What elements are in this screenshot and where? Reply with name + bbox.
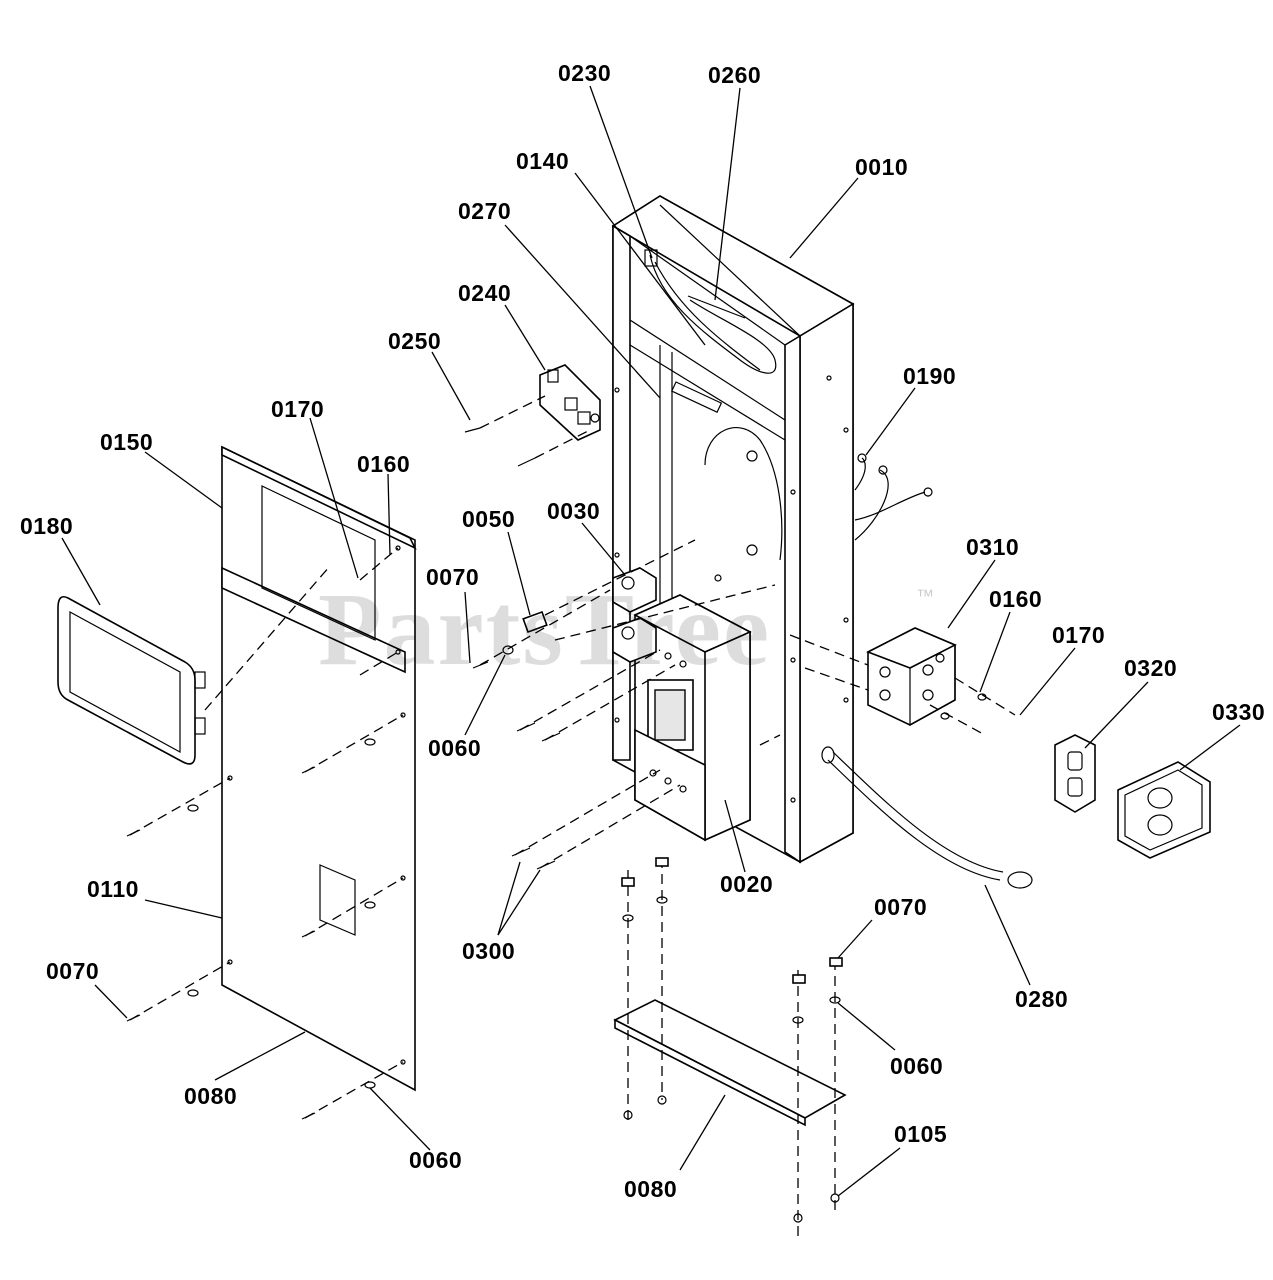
callout-0070c: 0070 [46, 958, 100, 984]
callout-0050: 0050 [462, 506, 516, 532]
callout-0280: 0280 [1015, 986, 1069, 1012]
bracket-0080 [613, 857, 847, 1240]
callout-0240: 0240 [458, 280, 512, 306]
door-panel-0110 [221, 445, 417, 1092]
receptacle-0320 [1054, 734, 1096, 813]
fasteners-door [126, 547, 404, 1120]
callout-0010: 0010 [855, 154, 909, 180]
callout-0060a: 0060 [428, 735, 482, 761]
callout-0160a: 0160 [357, 451, 411, 477]
connector-0240 [539, 364, 601, 441]
callout-0190: 0190 [903, 363, 957, 389]
callout-0110: 0110 [87, 876, 139, 902]
partstree-watermark: PartsTree [318, 572, 772, 687]
callout-0150: 0150 [100, 429, 154, 455]
callout-0020: 0020 [720, 871, 774, 897]
callout-0320: 0320 [1124, 655, 1178, 681]
callout-0170b: 0170 [1052, 622, 1106, 648]
display-0180 [57, 595, 206, 765]
screws-0250 [464, 395, 591, 467]
fasteners-center [472, 539, 781, 870]
leader-lines [61, 85, 1241, 1197]
callout-0080a: 0080 [184, 1083, 238, 1109]
callout-0030: 0030 [547, 498, 601, 524]
ground-wire-0280 [827, 751, 1033, 889]
callout-0060b: 0060 [890, 1053, 944, 1079]
callout-0260: 0260 [708, 62, 762, 88]
callout-0300: 0300 [462, 938, 516, 964]
wires-0190 [854, 453, 933, 541]
callout-0060c: 0060 [409, 1147, 463, 1173]
cover-plate-0330 [1117, 761, 1211, 859]
callout-0080b: 0080 [624, 1176, 678, 1202]
callout-0140: 0140 [516, 148, 570, 174]
breaker-0020 [612, 567, 752, 842]
trademark-symbol: ™ [916, 586, 934, 606]
callout-0070a: 0070 [426, 564, 480, 590]
callout-0270: 0270 [458, 198, 512, 224]
callout-0160b: 0160 [989, 586, 1043, 612]
callout-0105: 0105 [894, 1121, 948, 1147]
callout-0310: 0310 [966, 534, 1020, 560]
callout-0230: 0230 [558, 60, 612, 86]
callout-0330: 0330 [1212, 699, 1266, 725]
callout-0180: 0180 [20, 513, 74, 539]
callout-0070b: 0070 [874, 894, 928, 920]
callout-0170a: 0170 [271, 396, 325, 422]
callout-0250: 0250 [388, 328, 442, 354]
junction-box-0310 [789, 627, 1016, 736]
